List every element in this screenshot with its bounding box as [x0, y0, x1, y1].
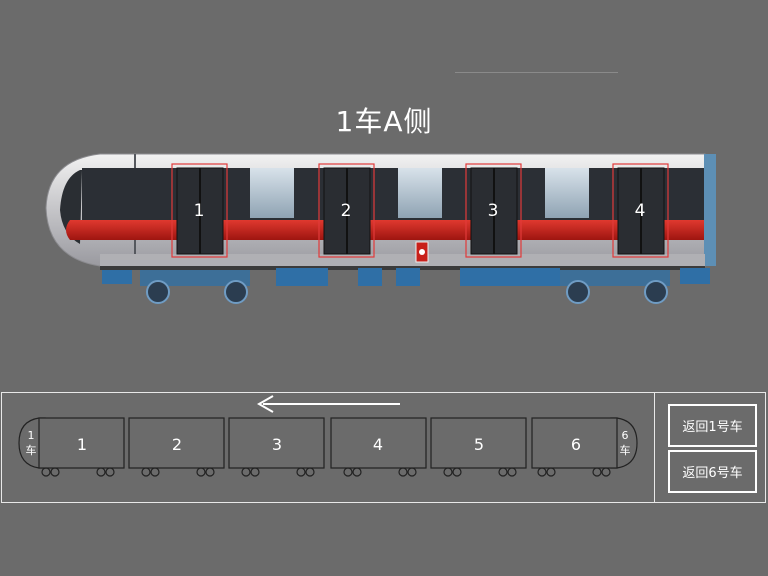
door-highlight	[612, 163, 669, 258]
return-car1-button[interactable]: 返回1号车	[668, 404, 757, 447]
end-label: 1	[28, 429, 35, 442]
panel-divider	[654, 392, 655, 503]
car-label: 5	[474, 435, 484, 454]
mini-car-5[interactable]: 5	[430, 417, 527, 477]
window	[250, 168, 294, 218]
door-label: 4	[635, 201, 646, 221]
end-label: 车	[26, 443, 37, 457]
red-stripe	[66, 220, 705, 240]
door-highlight	[318, 163, 375, 258]
car-label: 3	[272, 435, 282, 454]
mini-train-diagram: 1 车 6 车 1 2 3 4 5 6	[18, 395, 638, 477]
window	[398, 168, 442, 218]
mini-car-2[interactable]: 2	[128, 417, 225, 477]
underframe-box	[358, 268, 382, 286]
door-3[interactable]	[465, 163, 522, 258]
bogie-front	[140, 270, 250, 304]
car-label: 6	[571, 435, 581, 454]
mini-car-1[interactable]: 1	[38, 417, 125, 477]
end-label: 6	[622, 429, 629, 442]
return-car6-button[interactable]: 返回6号车	[668, 450, 757, 493]
mini-car-3[interactable]: 3	[228, 417, 325, 477]
end-grille	[704, 154, 716, 266]
underframe-box	[102, 270, 132, 284]
train-side-view: 1 2 3 4	[45, 153, 716, 304]
mini-car-4[interactable]: 4	[330, 417, 427, 477]
door-1[interactable]	[171, 163, 228, 258]
top-separator-line	[455, 72, 618, 73]
underframe-box	[276, 268, 328, 286]
emergency-handle-icon	[415, 241, 429, 263]
car-label: 4	[373, 435, 383, 454]
car-label: 2	[172, 435, 182, 454]
door-label: 1	[194, 201, 205, 221]
window	[545, 168, 589, 218]
underframe-box	[396, 268, 420, 286]
underframe-box	[460, 268, 560, 286]
door-highlight	[465, 163, 522, 258]
end-label: 车	[620, 443, 631, 457]
arrow-left-icon	[256, 395, 400, 413]
door-label: 3	[488, 201, 499, 221]
bogie-rear	[560, 270, 670, 304]
page-title: 1车A侧	[335, 105, 433, 138]
window-band	[82, 168, 705, 224]
underframe-box	[680, 268, 710, 284]
door-2[interactable]	[318, 163, 375, 258]
car-label: 1	[77, 435, 87, 454]
train-selector-panel	[1, 392, 766, 503]
door-highlight	[171, 163, 228, 258]
mini-car-6[interactable]: 6	[531, 417, 618, 477]
door-4[interactable]	[612, 163, 669, 258]
door-label: 2	[341, 201, 352, 221]
